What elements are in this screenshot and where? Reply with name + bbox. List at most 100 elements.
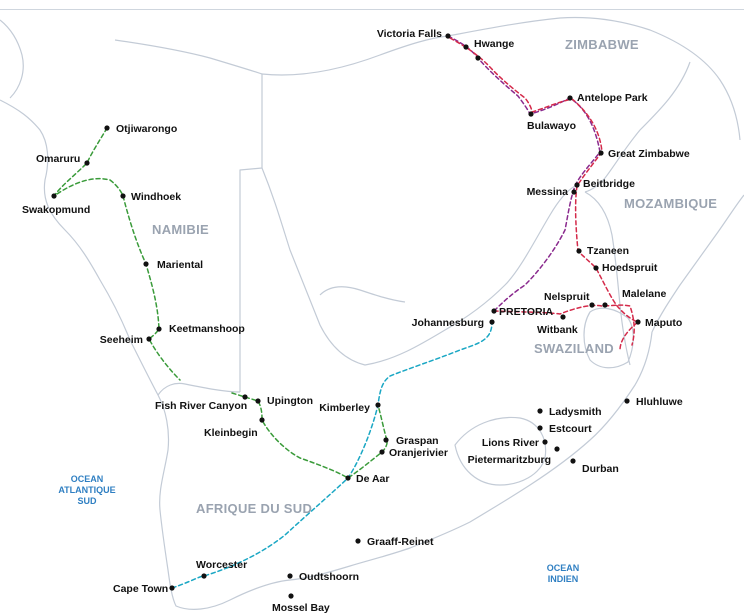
dot-cape-town[interactable] — [169, 585, 175, 591]
dot-mariental[interactable] — [143, 261, 149, 267]
dot-oranjerivier[interactable] — [379, 449, 385, 455]
label-swakopmund[interactable]: Swakopmund — [22, 204, 90, 216]
label-beitbridge[interactable]: Beitbridge — [583, 178, 635, 190]
dot-omaruru[interactable] — [84, 160, 90, 166]
border-lesotho — [454, 416, 547, 486]
dot-upington[interactable] — [255, 398, 261, 404]
country-namibie: NAMIBIE — [152, 222, 209, 237]
dot-seeheim[interactable] — [146, 336, 152, 342]
label-omaruru[interactable]: Omaruru — [36, 153, 80, 165]
label-graaff-reinet[interactable]: Graaff-Reinet — [367, 536, 434, 548]
label-oranjerivier[interactable]: Oranjerivier — [389, 447, 448, 459]
dot-messina[interactable] — [571, 189, 577, 195]
label-malelane[interactable]: Malelane — [622, 288, 667, 300]
dot-kleinbegin[interactable] — [259, 417, 265, 423]
dot-victoria-falls[interactable] — [445, 33, 451, 39]
label-keetmanshoop[interactable]: Keetmanshoop — [169, 323, 245, 335]
top-divider — [0, 9, 744, 10]
dot-malelane[interactable] — [602, 302, 608, 308]
dot-graaff-reinet[interactable] — [355, 538, 361, 544]
label-mossel-bay[interactable]: Mossel Bay — [272, 602, 330, 614]
dot-kimberley[interactable] — [375, 402, 381, 408]
dot-oudtshoorn[interactable] — [287, 573, 293, 579]
label-oudtshoorn[interactable]: Oudtshoorn — [299, 571, 359, 583]
label-windhoek[interactable]: Windhoek — [131, 191, 181, 203]
dot-tzaneen[interactable] — [576, 248, 582, 254]
dot-otjiwarongo[interactable] — [104, 125, 110, 131]
city-labels: Victoria Falls Hwange Antelope Park Bula… — [22, 28, 690, 614]
label-fish-river-canyon[interactable]: Fish River Canyon — [155, 400, 247, 412]
label-estcourt[interactable]: Estcourt — [549, 423, 592, 435]
label-maputo[interactable]: Maputo — [645, 317, 682, 329]
label-great-zimbabwe[interactable]: Great Zimbabwe — [608, 148, 690, 160]
label-tzaneen[interactable]: Tzaneen — [587, 245, 629, 257]
dot-beitbridge[interactable] — [574, 182, 580, 188]
dot-witbank[interactable] — [560, 314, 566, 320]
label-nelspruit[interactable]: Nelspruit — [544, 291, 590, 303]
label-kimberley[interactable]: Kimberley — [319, 402, 370, 414]
label-hluhluwe[interactable]: Hluhluwe — [636, 396, 683, 408]
border-botswana-sa — [261, 167, 576, 366]
border-botswana-zim — [261, 35, 449, 76]
dot-hwange-2[interactable] — [475, 55, 481, 61]
ocean-atlantique-line2: ATLANTIQUE — [58, 485, 115, 495]
route-cyan — [171, 321, 493, 589]
label-pretoria[interactable]: PRETORIA — [499, 306, 553, 318]
label-lions-river[interactable]: Lions River — [482, 437, 539, 449]
ocean-indien-line2: INDIEN — [548, 574, 579, 584]
label-graspan[interactable]: Graspan — [396, 435, 439, 447]
label-kleinbegin[interactable]: Kleinbegin — [204, 427, 258, 439]
border-mozambique-inland — [319, 286, 406, 303]
dot-nelspruit[interactable] — [589, 302, 595, 308]
label-durban[interactable]: Durban — [582, 463, 619, 475]
dot-keetmanshoop[interactable] — [156, 326, 162, 332]
dot-hwange-1[interactable] — [463, 44, 469, 50]
label-cape-town[interactable]: Cape Town — [113, 583, 168, 595]
label-de-aar[interactable]: De Aar — [356, 473, 389, 485]
dot-great-zimbabwe[interactable] — [598, 150, 604, 156]
dot-lions-river[interactable] — [542, 439, 548, 445]
city-dots — [51, 33, 641, 599]
dot-hluhluwe[interactable] — [624, 398, 630, 404]
label-messina[interactable]: Messina — [527, 186, 569, 198]
label-worcester[interactable]: Worcester — [196, 559, 247, 571]
dot-estcourt[interactable] — [537, 425, 543, 431]
dot-graspan[interactable] — [383, 437, 389, 443]
label-seeheim[interactable]: Seeheim — [100, 334, 143, 346]
dot-johannesburg[interactable] — [489, 319, 495, 325]
label-hwange[interactable]: Hwange — [474, 38, 514, 50]
label-upington[interactable]: Upington — [267, 395, 313, 407]
label-bulawayo[interactable]: Bulawayo — [527, 120, 576, 132]
dot-worcester[interactable] — [201, 573, 207, 579]
dot-durban[interactable] — [570, 458, 576, 464]
label-witbank[interactable]: Witbank — [537, 324, 578, 336]
dot-de-aar[interactable] — [345, 475, 351, 481]
label-johannesburg[interactable]: Johannesburg — [412, 317, 484, 329]
coastline-east — [651, 194, 744, 333]
label-otjiwarongo[interactable]: Otjiwarongo — [116, 123, 177, 135]
border-inner-west — [0, 19, 24, 99]
label-antelope-park[interactable]: Antelope Park — [577, 92, 648, 104]
dot-pretoria[interactable] — [491, 308, 497, 314]
dot-antelope-park[interactable] — [567, 95, 573, 101]
dot-pietermaritzburg[interactable] — [554, 446, 560, 452]
dot-fish-river-canyon[interactable] — [242, 394, 248, 400]
dot-mossel-bay[interactable] — [288, 593, 294, 599]
dot-ladysmith[interactable] — [537, 408, 543, 414]
label-mariental[interactable]: Mariental — [157, 259, 203, 271]
ocean-atlantique-line3: SUD — [77, 496, 97, 506]
label-victoria-falls[interactable]: Victoria Falls — [377, 28, 442, 40]
label-hoedspruit[interactable]: Hoedspruit — [602, 262, 658, 274]
country-swaziland: SWAZILAND — [534, 341, 614, 356]
dot-swakopmund[interactable] — [51, 193, 57, 199]
ocean-indien-line1: OCEAN — [547, 563, 580, 573]
dot-bulawayo[interactable] — [528, 111, 534, 117]
label-pietermaritzburg[interactable]: Pietermaritzburg — [468, 454, 551, 466]
country-mozambique: MOZAMBIQUE — [624, 196, 717, 211]
border-zim-moz — [584, 61, 691, 193]
dot-windhoek[interactable] — [120, 193, 126, 199]
dot-hoedspruit[interactable] — [593, 265, 599, 271]
dot-maputo[interactable] — [635, 319, 641, 325]
label-ladysmith[interactable]: Ladysmith — [549, 406, 602, 418]
